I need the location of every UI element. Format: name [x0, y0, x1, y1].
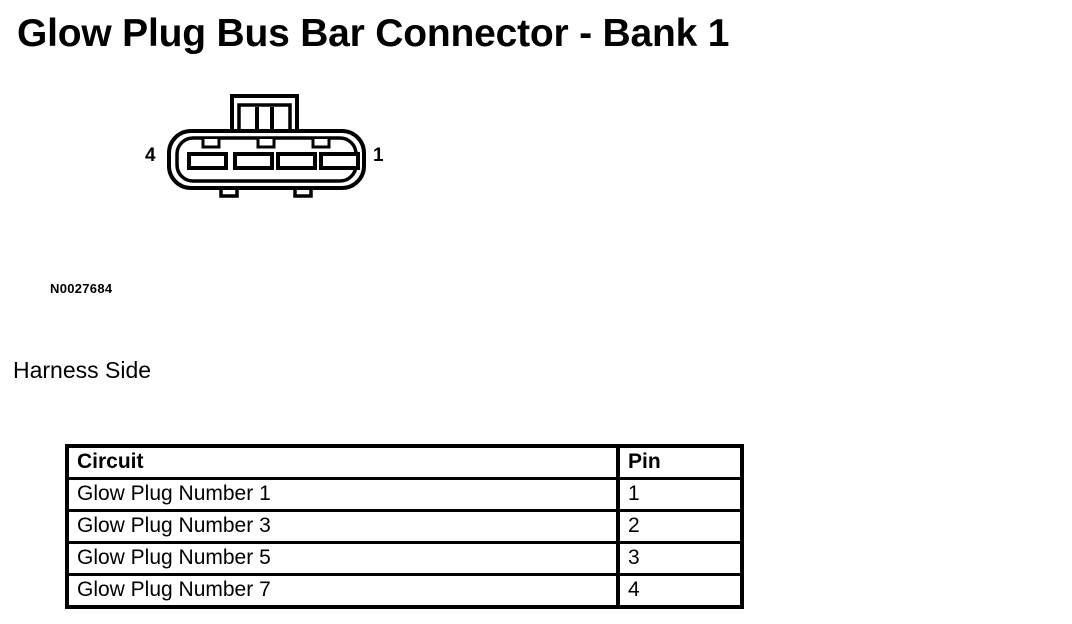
harness-side-caption: Harness Side: [13, 357, 152, 383]
table-row: Glow Plug Number 3 2: [67, 509, 742, 543]
cell-circuit: Glow Plug Number 7: [67, 573, 620, 607]
pin-cavity-1: [319, 152, 360, 170]
column-header-circuit: Circuit: [67, 446, 620, 479]
connector-drawing: [167, 94, 366, 198]
column-header-pin: Pin: [628, 450, 661, 473]
table-row: Glow Plug Number 7 4: [67, 573, 742, 607]
diagram-reference-code: N0027684: [50, 281, 113, 296]
latch-tab-outer: [230, 94, 299, 132]
top-notch-2: [256, 139, 276, 149]
pin-table-container: Circuit Pin Glow Plug Number 1 1 Glow Pl…: [65, 444, 744, 609]
latch-tab-inner: [237, 103, 292, 132]
pin-cavity-2: [276, 152, 317, 170]
table-header-row: Circuit Pin: [67, 446, 742, 479]
table-row: Glow Plug Number 1 1: [67, 477, 742, 511]
top-notch-1: [201, 139, 221, 149]
pin-cavity-3: [233, 152, 274, 170]
cell-circuit: Glow Plug Number 5: [67, 541, 620, 575]
connector-pin-label-left: 4: [145, 145, 156, 166]
connector-diagram: [132, 88, 402, 203]
cell-pin: 2: [618, 509, 742, 543]
cell-pin: 1: [618, 477, 742, 511]
page-title: Glow Plug Bus Bar Connector - Bank 1: [17, 12, 730, 55]
table-row: Glow Plug Number 5 3: [67, 541, 742, 575]
pin-assignment-table: Circuit Pin Glow Plug Number 1 1 Glow Pl…: [65, 444, 744, 609]
pin-cavity-4: [187, 152, 228, 170]
connector-pin-label-right: 1: [373, 145, 384, 166]
pin-table-body: Circuit Pin Glow Plug Number 1 1 Glow Pl…: [67, 446, 742, 607]
cell-circuit: Glow Plug Number 1: [67, 477, 620, 511]
bottom-notch-right: [293, 186, 313, 198]
cell-pin: 4: [618, 573, 742, 607]
top-notch-3: [311, 139, 331, 149]
cell-circuit: Glow Plug Number 3: [67, 509, 620, 543]
cell-pin: 3: [618, 541, 742, 575]
bottom-notch-left: [219, 186, 239, 198]
